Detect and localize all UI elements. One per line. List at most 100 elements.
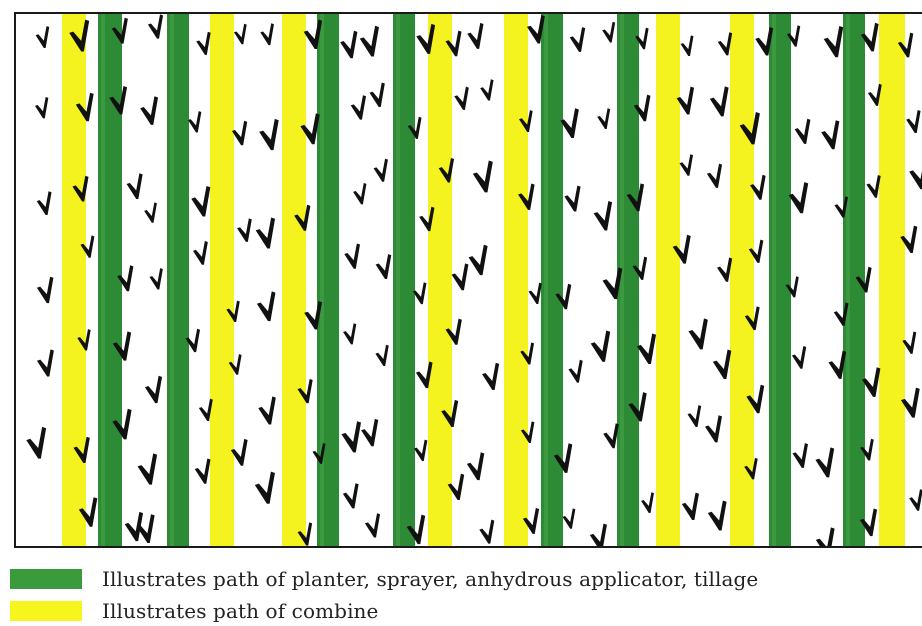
combine-path-stripe [504,14,528,548]
seedling-icon [479,520,494,544]
seedling-icon [591,331,611,362]
seedling-icon [713,350,731,380]
seedling-icon [688,318,707,349]
seedling-icon [37,349,54,376]
seedling-icon [789,182,809,213]
field-paths-drawing [16,14,922,548]
seedling-icon [26,427,46,459]
seedling-icon [682,493,699,520]
seedling-icon [343,323,356,344]
seedling-icon [232,121,247,145]
seedling-icon [36,26,50,48]
seedling-icon [344,244,360,269]
combine-path-stripe [730,14,754,548]
seedling-icon [815,447,834,477]
seedling-icon [260,23,274,45]
seedling-icon [710,86,729,116]
seedling-icon [707,164,722,188]
seedling-icon [149,268,162,289]
seedling-icon [370,83,385,107]
legend-swatch-yellow [10,601,82,621]
seedling-icon [793,443,808,468]
seedling-icon [365,513,380,537]
seedling-icon [909,489,922,511]
seedling-icon [35,97,48,118]
seedling-icon [473,161,493,193]
seedling-icon [196,32,210,55]
seedling-icon [467,23,483,49]
seedling-icon [603,423,619,448]
seedling-icon [140,96,158,125]
seedling-icon [528,283,541,304]
seedling-icon [259,119,278,150]
seedling-icon [454,87,469,110]
seedling-icon [340,31,357,59]
seedling-icon [688,405,702,427]
legend-swatch-green [10,569,82,589]
seedling-icon [821,120,839,149]
seedling-icon [641,492,654,513]
combine-path-stripe [62,14,86,548]
combine-path-stripe [210,14,234,548]
seedling-icon [361,419,378,446]
seedling-icon [148,14,163,38]
seedling-icon [594,201,612,231]
combine-path-stripe [656,14,680,548]
legend-label-combine: Illustrates path of combine [102,599,378,623]
seedling-icon [188,111,201,132]
seedling-icon [351,95,366,119]
seedling-icon [482,363,499,390]
legend-label-machinery: Illustrates path of planter, sprayer, an… [102,567,758,591]
seedling-icon [792,346,806,369]
seedling-icon [256,218,275,249]
seedling-icon [564,186,580,212]
seedling-icon [452,263,469,290]
seedling-icon [906,110,920,133]
seedling-icon [353,183,366,204]
seedling-icon [37,191,52,215]
seedling-icon [570,27,585,52]
field-diagram [14,12,922,548]
seedling-icon [563,508,576,528]
seedling-icon [375,345,388,366]
combine-path-stripe [879,14,905,548]
seedling-icon [705,415,722,442]
seedling-icon [824,26,844,57]
seedling-icon [255,472,275,504]
seedling-icon [127,173,143,199]
seedling-icon [376,254,392,279]
seedling-icon [637,334,656,364]
legend-item-combine: Illustrates path of combine [10,598,378,624]
seedling-icon [909,159,922,189]
seedling-icon [590,524,607,548]
seedling-icon [414,440,427,461]
seedling-icon [795,119,811,144]
seedling-icon [467,452,484,480]
seedling-icon [568,360,582,383]
seedling-icon [480,79,493,100]
seedling-icon [374,159,388,182]
seedling-icon [717,258,732,282]
legend-item-machinery: Illustrates path of planter, sprayer, an… [10,566,758,592]
seedling-icon [193,241,208,265]
seedling-icon [360,26,379,57]
seedling-icon [597,108,610,129]
seedling-icon [145,376,162,403]
combine-path-stripe [428,14,452,548]
seedling-icon [342,421,362,452]
seedling-icon [681,35,694,56]
seedling-icon [602,22,615,43]
seedling-icon [258,396,276,424]
combine-path-stripe [282,14,306,548]
seedling-icon [680,154,694,176]
seedling-icon [144,202,157,222]
seedling-icon [816,527,835,548]
seedling-icon [469,245,488,275]
seedling-icon [257,291,276,321]
seedling-icon [195,459,211,484]
seedling-icon [191,186,210,216]
seedling-icon [234,24,247,44]
seedling-icon [560,108,579,138]
seedling-icon [343,483,359,508]
seedling-icon [866,175,880,198]
